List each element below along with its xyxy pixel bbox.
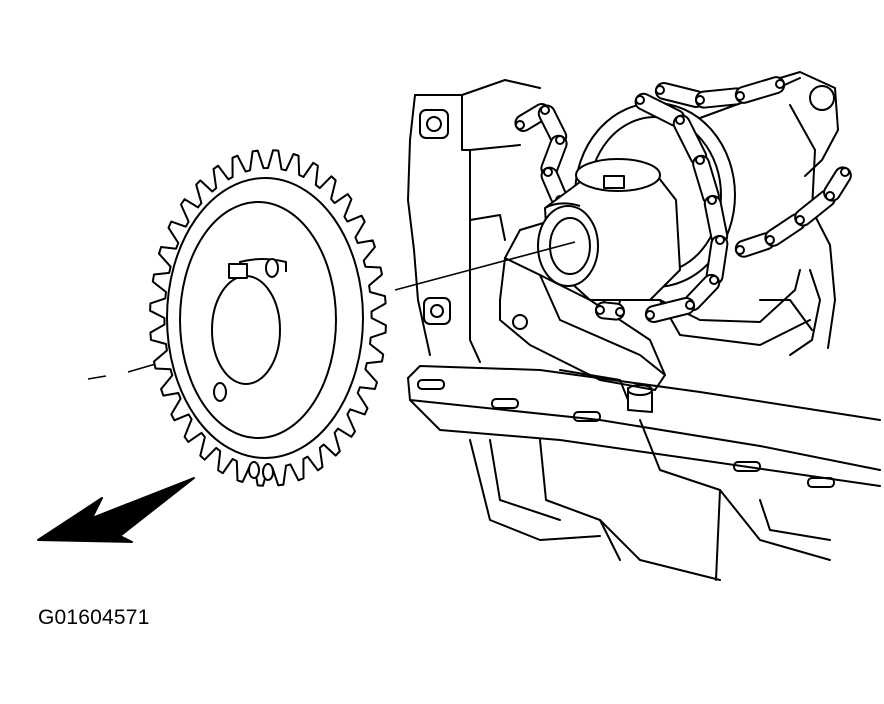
reluctor-wheel (149, 149, 387, 487)
chain-pin (543, 167, 553, 177)
chain-pin (635, 95, 645, 105)
chain-pin (675, 115, 685, 125)
figure-code: G01604571 (38, 606, 150, 629)
chain-pin (695, 95, 705, 105)
chain-pin (645, 310, 655, 320)
engine-block (407, 71, 881, 581)
chain-pin (709, 275, 719, 285)
chain-pin (655, 85, 665, 95)
chain-pin (735, 245, 745, 255)
chain-pin (595, 305, 605, 315)
chain-pin (515, 120, 525, 130)
chain-pin (555, 135, 565, 145)
chain-pin (825, 191, 835, 201)
chain-pin (735, 91, 745, 101)
chain-guide (499, 217, 811, 413)
timing-chain (514, 76, 852, 324)
crank-hub (537, 158, 681, 301)
chain-pin (795, 215, 805, 225)
chain-pin (695, 155, 705, 165)
chain-pin (615, 307, 625, 317)
chain-pin (765, 235, 775, 245)
chain-pin (685, 300, 695, 310)
chain-pin (715, 235, 725, 245)
arrow-icon (37, 477, 195, 543)
chain-pin (840, 167, 850, 177)
chain-pin (540, 105, 550, 115)
chain-pin (707, 195, 717, 205)
chain-pin (775, 79, 785, 89)
